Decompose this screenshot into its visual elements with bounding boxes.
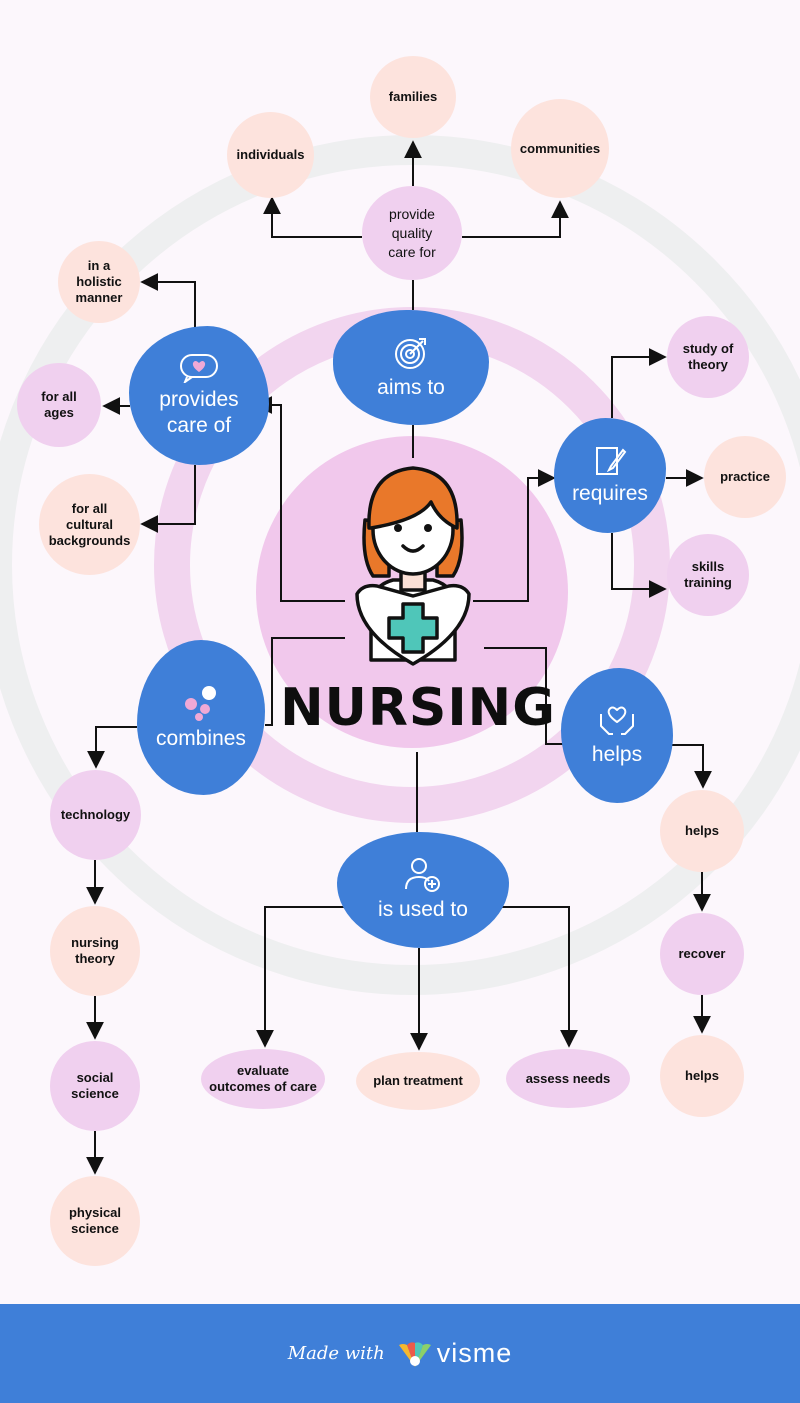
node-all-ages: for all ages <box>17 363 101 447</box>
bubbles-icon <box>185 685 216 721</box>
node-social-science: social science <box>50 1041 140 1131</box>
hub-aims-to: aims to <box>333 310 489 425</box>
hub-provides-care-of: provides care of <box>129 326 269 465</box>
node-evaluate-outcomes: evaluate outcomes of care <box>201 1049 325 1109</box>
target-icon <box>395 337 426 369</box>
made-with-label: Made with <box>287 1343 385 1364</box>
visme-logo-icon <box>398 1341 431 1367</box>
page-title: NURSING <box>280 678 556 738</box>
visme-brand: visme <box>436 1338 513 1368</box>
hub-is-used-to-label: is used to <box>378 898 468 921</box>
node-plan-treatment: plan treatment <box>356 1052 480 1110</box>
hub-combines: combines <box>137 640 265 795</box>
notepad-icon <box>596 446 627 475</box>
chat-heart-icon <box>180 353 218 383</box>
node-study-of-theory: study of theory <box>667 316 749 398</box>
node-provide-quality-care-for: provide quality care for <box>362 186 462 280</box>
hub-aims-to-label: aims to <box>377 375 445 399</box>
node-individuals: individuals <box>227 112 314 198</box>
node-cultural: for all cultural backgrounds <box>39 474 140 575</box>
node-helps-2: helps <box>660 1035 744 1117</box>
nurse-illustration <box>355 466 471 666</box>
person-add-icon <box>405 858 440 892</box>
node-helps-1: helps <box>660 790 744 872</box>
footer-banner: Made with visme <box>0 1304 800 1403</box>
hub-requires: requires <box>554 418 666 533</box>
hands-heart-icon <box>600 706 634 735</box>
hub-helps-label: helps <box>591 742 643 766</box>
hub-combines-label: combines <box>156 726 246 750</box>
node-physical-science: physical science <box>50 1176 140 1266</box>
node-practice: practice <box>704 436 786 518</box>
hub-is-used-to: is used to <box>337 832 509 948</box>
hub-provides-care-of-label: provides care of <box>159 387 239 437</box>
node-assess-needs: assess needs <box>506 1049 630 1108</box>
hub-requires-label: requires <box>572 481 648 505</box>
node-holistic: in a holistic manner <box>58 241 140 323</box>
node-technology: technology <box>50 770 141 860</box>
node-families: families <box>370 56 456 138</box>
node-skills-training: skills training <box>667 534 749 616</box>
node-recover: recover <box>660 913 744 995</box>
node-nursing-theory: nursing theory <box>50 906 140 996</box>
node-communities: communities <box>511 99 609 198</box>
hub-helps: helps <box>561 668 673 803</box>
